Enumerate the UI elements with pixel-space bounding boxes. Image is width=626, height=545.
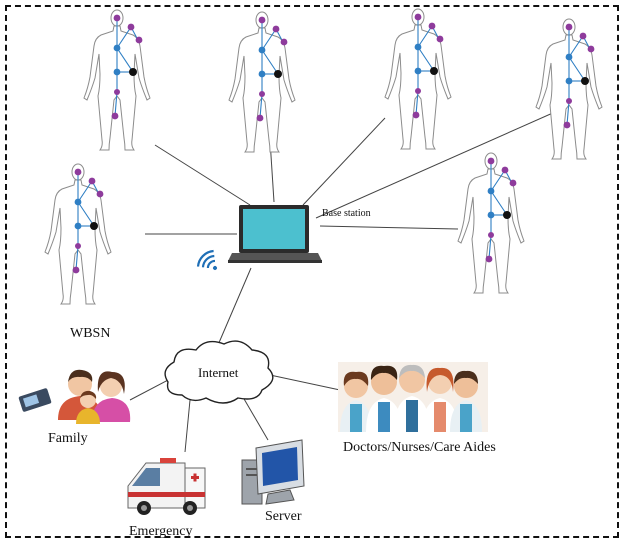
internet-label: Internet (198, 365, 239, 380)
laptop-icon (228, 205, 322, 263)
human-body-sensor-icon (457, 152, 525, 294)
dashed-frame (5, 5, 619, 538)
family-label: Family (48, 431, 88, 446)
base-station-label: Base station (322, 208, 371, 219)
cloud-icon (164, 340, 274, 404)
human-body-sensor-icon (83, 9, 151, 151)
wbsn-label: WBSN (70, 326, 110, 341)
server-label: Server (265, 509, 302, 524)
human-body-sensor-icon (228, 11, 296, 153)
wifi-icon (196, 249, 217, 270)
family-icon (18, 369, 131, 424)
network-links (129, 111, 556, 453)
human-body-sensor-icon (44, 163, 112, 305)
ambulance-icon (127, 458, 206, 515)
server-computer-icon (241, 439, 305, 505)
human-body-sensor-icon (535, 18, 603, 160)
human-body-sensor-icon (384, 8, 452, 150)
emergency-label: Emergency (129, 524, 193, 539)
doctors-label: Doctors/Nurses/Care Aides (343, 440, 496, 455)
medical-staff-icon (338, 362, 488, 432)
